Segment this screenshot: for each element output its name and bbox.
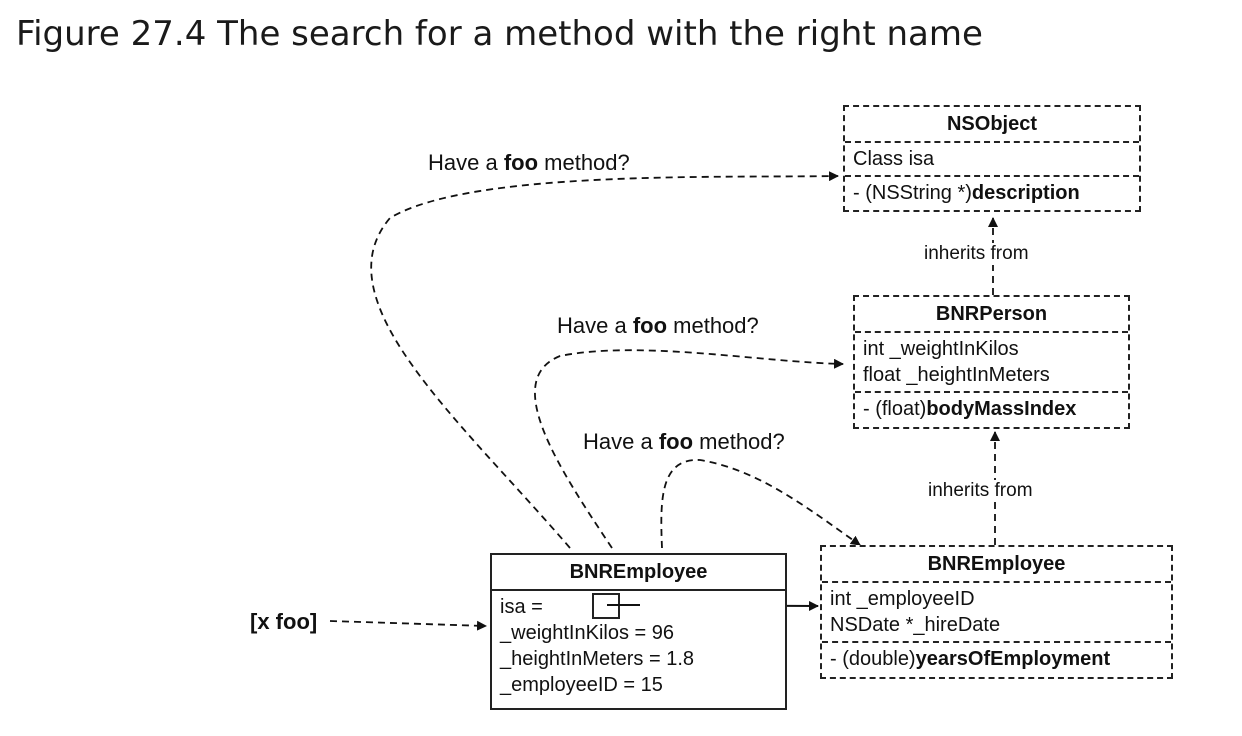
method: - (float)bodyMassIndex — [863, 398, 1077, 420]
method: - (NSString *)description — [853, 182, 1080, 204]
ivar-section: int _employeeID NSDate *_hireDate — [822, 581, 1171, 641]
figure-title: Figure 27.4 The search for a method with… — [16, 14, 983, 54]
lookup-arrow-nsobject — [370, 171, 839, 549]
question-label-bnrperson: Have a foo method? — [557, 313, 759, 338]
ivar: NSDate *_hireDate — [830, 614, 1001, 636]
message-send-label: [x foo] — [250, 609, 318, 634]
instance-field: _heightInMeters = 1.8 — [500, 648, 695, 670]
ivar: int _employeeID — [830, 588, 975, 610]
inherits-label-person: inherits from — [924, 243, 1029, 265]
method-section: - (double)yearsOfEmployment — [822, 641, 1171, 675]
class-box-bnrperson: BNRPerson int _weightInKilos float _heig… — [853, 295, 1130, 429]
method-section: - (float)bodyMassIndex — [855, 391, 1128, 425]
method-section: - (NSString *)description — [845, 175, 1139, 209]
instance-field: _employeeID = 15 — [500, 674, 663, 696]
ivar: Class isa — [853, 148, 935, 170]
isa-pointer-slot — [592, 593, 620, 619]
ivar-section: int _weightInKilos float _heightInMeters — [855, 331, 1128, 391]
instance-field: _weightInKilos = 96 — [500, 622, 675, 644]
method: - (double)yearsOfEmployment — [830, 648, 1111, 670]
ivar: float _heightInMeters — [863, 364, 1050, 386]
class-name: NSObject — [946, 113, 1038, 135]
class-box-bnremployee: BNREmployee int _employeeID NSDate *_hir… — [820, 545, 1173, 679]
class-name: BNRPerson — [935, 303, 1048, 325]
ivar: int _weightInKilos — [863, 338, 1019, 360]
class-box-nsobject: NSObject Class isa - (NSString *)descrip… — [843, 105, 1141, 212]
message-arrow — [329, 620, 487, 631]
instance-field: isa = — [500, 596, 543, 618]
question-label-bnremployee: Have a foo method? — [583, 429, 785, 454]
lookup-arrow-bnremployee — [660, 459, 861, 549]
instance-class-name: BNREmployee — [569, 561, 708, 583]
class-name: BNREmployee — [927, 553, 1066, 575]
instance-box-bnremployee: BNREmployee isa = _weightInKilos = 96 _h… — [490, 553, 787, 710]
ivar-section: Class isa — [845, 141, 1139, 175]
instance-fields: isa = _weightInKilos = 96 _heightInMeter… — [492, 589, 785, 701]
lookup-arrow-bnrperson — [534, 349, 844, 549]
question-label-nsobject: Have a foo method? — [428, 150, 630, 175]
inherits-label-employee: inherits from — [928, 480, 1033, 502]
